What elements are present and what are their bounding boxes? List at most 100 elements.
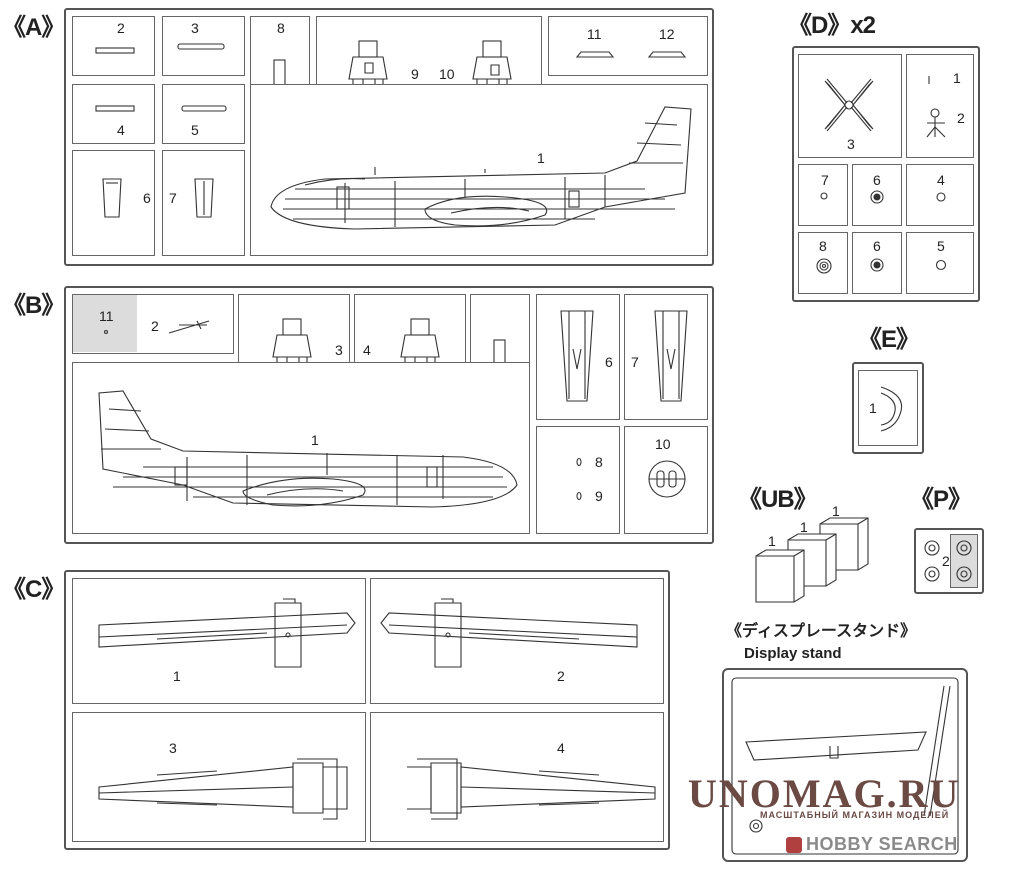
brand-text: HOBBY SEARCH <box>806 834 958 854</box>
part-label: 2 <box>557 668 565 684</box>
part-b10-shape <box>648 460 686 498</box>
part-label: 2 <box>942 553 950 569</box>
part-label: 9 <box>595 488 603 504</box>
sprue-c-cell-1: 1 <box>72 578 366 704</box>
display-stand-title-jp: 《ディスプレースタンド》 <box>726 623 917 640</box>
part-label: 4 <box>937 172 945 188</box>
part-label: 4 <box>363 342 371 358</box>
sprue-e-frame <box>852 362 924 454</box>
part-label: 11 <box>587 26 602 42</box>
part-label: 8 <box>277 20 285 36</box>
display-stand-title-en: Display stand <box>744 645 842 662</box>
sprue-d-cell-8: 8 <box>798 232 848 294</box>
part-label: 1 <box>173 668 181 684</box>
part-label: 2 <box>117 20 125 36</box>
sprue-c-cell-3: 3 <box>72 712 366 842</box>
part-label: 4 <box>117 122 125 138</box>
sprue-d-cell-6b: 6 <box>852 232 902 294</box>
part-label: 12 <box>659 26 675 42</box>
part-label: 6 <box>605 354 613 370</box>
part-label: 10 <box>439 66 455 82</box>
part-d8-shape <box>816 258 832 274</box>
part-label: 3 <box>335 342 343 358</box>
sprue-a-cell-11-12: 11 12 <box>548 16 708 76</box>
sprue-d-cell-3: 3 <box>798 54 902 158</box>
part-label: 2 <box>151 318 159 334</box>
sprue-b-cell-11-2: 11 2 <box>72 294 234 354</box>
part-label: 1 <box>768 533 776 549</box>
sprue-p-frame <box>914 528 984 594</box>
sprue-ub-title: 《UB》 <box>738 486 818 513</box>
sprue-d-cell-6a: 6 <box>852 164 902 226</box>
sprue-d-cell-1-2: 1 2 <box>906 54 974 158</box>
part-label: 5 <box>191 122 199 138</box>
sprue-d-cell-4: 4 <box>906 164 974 226</box>
part-d4-shape <box>936 192 946 202</box>
part-ub-blocks <box>755 517 869 603</box>
part-label: 9 <box>411 66 419 82</box>
brand-icon <box>786 836 802 853</box>
sprue-e-title: 《E》 <box>858 326 920 353</box>
part-label: 8 <box>819 238 827 254</box>
part-label: 1 <box>800 519 808 535</box>
sprue-b-cell-10: 10 <box>624 426 708 534</box>
part-d1-shape <box>928 76 930 84</box>
part-label: 4 <box>557 740 565 756</box>
part-label: 3 <box>191 20 199 36</box>
part-a3-shape <box>177 43 225 50</box>
sprue-c-title: 《C》 <box>2 576 65 603</box>
part-b11-shape <box>103 329 109 335</box>
part-c2-wing <box>380 598 638 668</box>
part-label: 6 <box>143 190 151 206</box>
part-label: 8 <box>595 454 603 470</box>
part-b7-shape <box>654 310 688 402</box>
sprue-b-frame <box>64 286 714 544</box>
part-label: 6 <box>873 238 881 254</box>
part-b1-fuselage <box>98 390 518 508</box>
part-b6-shape <box>560 310 594 402</box>
part-b2-shape <box>168 320 210 334</box>
part-label: 2 <box>957 110 965 126</box>
sprue-a-cell-5: 5 <box>162 84 245 144</box>
part-c1-wing <box>98 598 356 668</box>
part-a4-shape <box>95 105 135 112</box>
part-label: 7 <box>169 190 177 206</box>
display-stand-parts <box>731 677 959 855</box>
part-b9-shape <box>576 491 582 501</box>
part-label: 11 <box>99 308 114 324</box>
part-label: 1 <box>869 400 877 416</box>
sprue-c-cell-2: 2 <box>370 578 664 704</box>
sprue-d-frame <box>792 46 980 302</box>
part-label: 3 <box>847 136 855 152</box>
sprue-b-cell-8-9: 8 9 <box>536 426 620 534</box>
part-d5-shape <box>935 259 947 271</box>
part-d3-propeller <box>824 78 874 132</box>
sprue-a-title: 《A》 <box>2 14 65 41</box>
part-label: 10 <box>655 436 671 452</box>
sprue-b-cell-1: 1 <box>72 362 530 534</box>
display-stand-frame <box>722 668 968 862</box>
sprue-a-cell-3: 3 <box>162 16 245 76</box>
part-b8-shape <box>576 457 582 467</box>
part-p-highlight <box>950 534 978 588</box>
part-a11-shape <box>575 51 615 58</box>
part-d7-shape <box>820 192 828 200</box>
sprue-c-frame <box>64 570 670 850</box>
watermark-sub: МАСШТАБНЫЙ МАГАЗИН МОДЕЛЕЙ <box>760 810 950 820</box>
part-c4-wing <box>407 758 656 820</box>
part-d6b-shape <box>870 258 884 272</box>
part-label: 1 <box>832 503 840 519</box>
part-label: 5 <box>937 238 945 254</box>
part-b11-highlight <box>73 295 137 352</box>
part-a7-shape <box>194 178 214 218</box>
part-label: 1 <box>537 150 545 166</box>
part-label: 7 <box>631 354 639 370</box>
sprue-d-title: 《D》x2 <box>788 12 876 39</box>
sprue-p-title: 《P》 <box>910 486 972 513</box>
sprue-a-frame <box>64 8 714 266</box>
part-label: 3 <box>169 740 177 756</box>
part-d6a-shape <box>870 190 884 204</box>
part-label: 7 <box>821 172 829 188</box>
sprue-b-cell-7: 7 <box>624 294 708 420</box>
sprue-b-title: 《B》 <box>2 292 65 319</box>
